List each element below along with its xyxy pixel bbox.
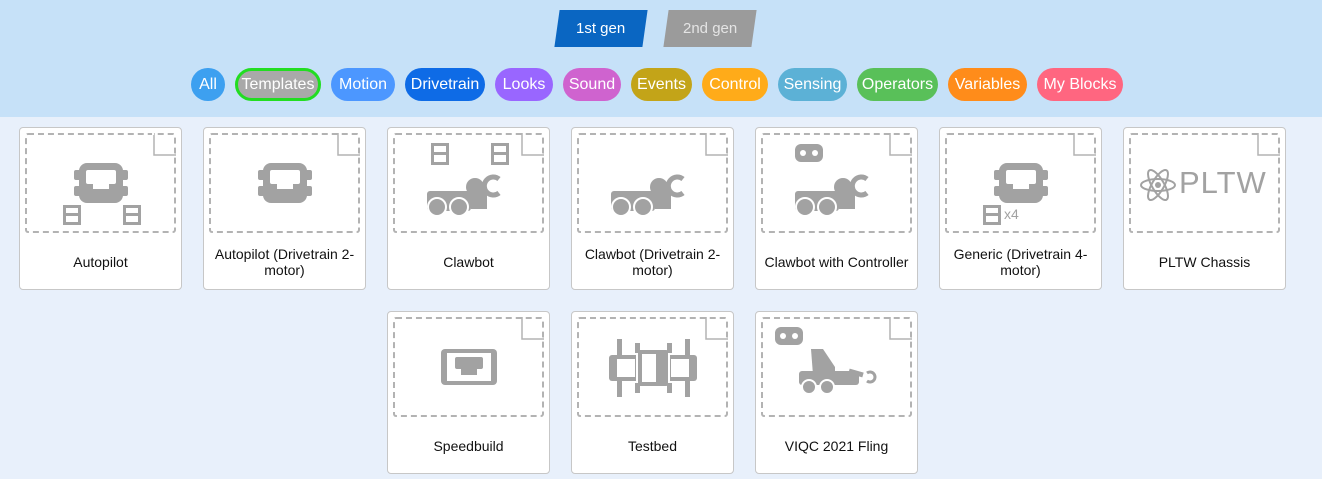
- tab-1st-gen[interactable]: 1st gen: [554, 10, 648, 47]
- category-sound-button[interactable]: Sound: [563, 68, 621, 101]
- template-name: Testbed: [627, 438, 678, 454]
- template-thumbnail: [577, 133, 728, 233]
- robot-brain-icon: [258, 163, 312, 203]
- testbed-icon: [609, 339, 697, 397]
- speedbuild-icon: [441, 349, 497, 385]
- motor-count-badge: x4: [1004, 206, 1019, 222]
- clawbot-drivetrain-icon: [611, 174, 685, 217]
- category-all-button[interactable]: All: [191, 68, 225, 101]
- template-card-clawbot[interactable]: Clawbot: [387, 127, 550, 290]
- tab-2nd-gen-label: 2nd gen: [682, 20, 738, 37]
- template-card-viqc-fling[interactable]: VIQC 2021 Fling: [755, 311, 918, 474]
- template-name: Clawbot: [443, 254, 494, 270]
- clawbot-controller-icon: [795, 144, 869, 217]
- page-fold-icon: [705, 133, 728, 156]
- template-name: VIQC 2021 Fling: [784, 438, 889, 454]
- template-thumbnail: [393, 133, 544, 233]
- category-control-button[interactable]: Control: [702, 68, 768, 101]
- template-thumbnail: [761, 317, 912, 417]
- template-thumbnail: [761, 133, 912, 233]
- page-fold-icon: [337, 133, 360, 156]
- template-card-testbed[interactable]: Testbed: [571, 311, 734, 474]
- category-my-blocks-button[interactable]: My Blocks: [1037, 68, 1123, 101]
- template-card-clawbot-controller[interactable]: Clawbot with Controller: [755, 127, 918, 290]
- page-fold-icon: [1257, 133, 1280, 156]
- category-drivetrain-button[interactable]: Drivetrain: [405, 68, 485, 101]
- category-header: 1st gen 2nd gen All Templates Motion Dri…: [0, 0, 1322, 117]
- page-fold-icon: [521, 317, 544, 340]
- template-card-pltw-chassis[interactable]: PLTW PLTW Chassis: [1123, 127, 1286, 290]
- category-templates-button[interactable]: Templates: [235, 68, 321, 101]
- category-sensing-button[interactable]: Sensing: [778, 68, 847, 101]
- template-card-autopilot[interactable]: Autopilot: [19, 127, 182, 290]
- page-fold-icon: [889, 317, 912, 340]
- category-motion-button[interactable]: Motion: [331, 68, 395, 101]
- template-thumbnail: [577, 317, 728, 417]
- template-card-clawbot-drivetrain[interactable]: Clawbot (Drivetrain 2-motor): [571, 127, 734, 290]
- template-thumbnail: [393, 317, 544, 417]
- template-name: Autopilot: [73, 254, 128, 270]
- tab-2nd-gen[interactable]: 2nd gen: [663, 10, 757, 47]
- clawbot-icon: [427, 143, 509, 217]
- template-name: Clawbot (Drivetrain 2-motor): [584, 246, 721, 278]
- generic-robot-icon: [983, 163, 1048, 225]
- page-fold-icon: [521, 133, 544, 156]
- page-fold-icon: [889, 133, 912, 156]
- category-looks-button[interactable]: Looks: [495, 68, 553, 101]
- template-name: Speedbuild: [433, 438, 504, 454]
- page-fold-icon: [1073, 133, 1096, 156]
- template-name: Clawbot with Controller: [764, 254, 909, 270]
- template-name: Autopilot (Drivetrain 2-motor): [214, 246, 355, 278]
- template-card-generic-drivetrain[interactable]: x4 Generic (Drivetrain 4-motor): [939, 127, 1102, 290]
- template-thumbnail: x4: [945, 133, 1096, 233]
- page-fold-icon: [152, 133, 176, 156]
- template-thumbnail: [209, 133, 360, 233]
- fling-robot-icon: [775, 327, 877, 395]
- pltw-logo-text: PLTW: [1179, 165, 1267, 200]
- category-events-button[interactable]: Events: [631, 68, 692, 101]
- template-card-speedbuild[interactable]: Speedbuild: [387, 311, 550, 474]
- pltw-logo-icon: [1140, 168, 1176, 202]
- tab-1st-gen-label: 1st gen: [576, 20, 626, 37]
- template-card-autopilot-drivetrain[interactable]: Autopilot (Drivetrain 2-motor): [203, 127, 366, 290]
- template-thumbnail: PLTW: [1129, 133, 1280, 233]
- template-thumbnail: [25, 133, 176, 233]
- template-name: Generic (Drivetrain 4-motor): [953, 246, 1088, 278]
- page-fold-icon: [705, 317, 728, 340]
- category-operators-button[interactable]: Operators: [857, 68, 938, 101]
- category-variables-button[interactable]: Variables: [948, 68, 1027, 101]
- template-name: PLTW Chassis: [1158, 254, 1251, 270]
- autopilot-robot-icon: [63, 163, 141, 225]
